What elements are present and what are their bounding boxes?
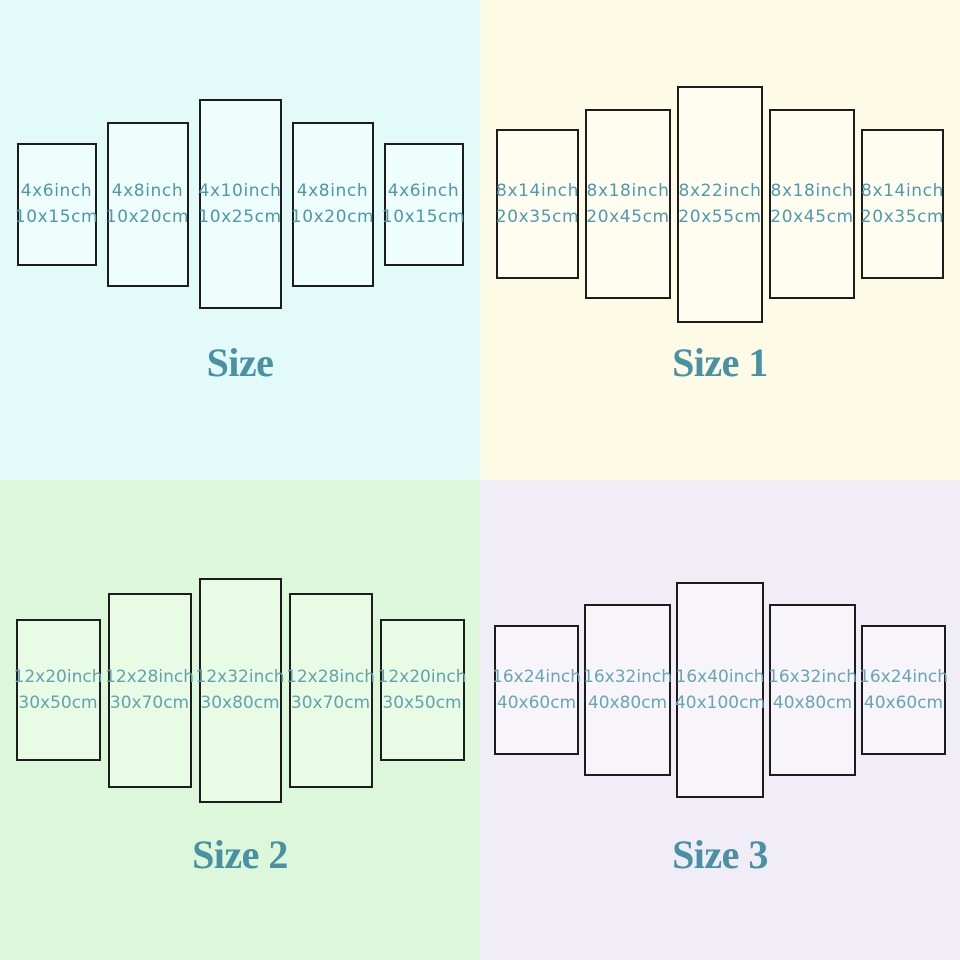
panel-size-inch-label: 8x14inch (496, 181, 579, 201)
panel-size-inch-label: 4x6inch (387, 181, 460, 201)
quadrant-title: Size 2 (192, 832, 288, 877)
canvas-panel: 8x18inch 20x45cm (769, 109, 855, 299)
canvas-panel: 4x10inch 10x25cm (198, 99, 282, 309)
panel-size-inch-label: 4x8inch (111, 181, 184, 201)
panel-size-cm-label: 20x35cm (495, 207, 580, 227)
panel-size-cm-label: 10x20cm (290, 207, 375, 227)
panel-size-inch-label: 12x28inch (286, 667, 375, 687)
panel-size-cm-label: 30x50cm (382, 693, 462, 713)
panel-size-cm-label: 30x50cm (18, 693, 98, 713)
panel-size-cm-label: 10x20cm (105, 207, 190, 227)
canvas-panel: 8x18inch 20x45cm (585, 109, 671, 299)
canvas-panel: 16x40inch 40x100cm (674, 582, 766, 798)
canvas-panel: 16x24inch 40x60cm (859, 625, 948, 755)
canvas-panel: 8x22inch 20x55cm (677, 85, 763, 323)
panel-size-cm-label: 20x55cm (678, 207, 762, 227)
canvas-panel: 12x28inch 30x70cm (105, 592, 194, 788)
panel-size-inch-label: 4x8inch (296, 181, 369, 201)
panel-size-inch-label: 8x22inch (678, 181, 762, 201)
panel-size-inch-label: 8x18inch (770, 181, 854, 201)
panel-size-inch-label: 12x32inch (195, 667, 285, 687)
panel-size-inch-label: 16x40inch (675, 667, 765, 687)
panel-size-inch-label: 16x24inch (492, 667, 581, 687)
panel-size-cm-label: 40x80cm (587, 693, 668, 713)
panel-size-cm-label: 20x45cm (770, 207, 854, 227)
panel-size-cm-label: 40x60cm (863, 693, 944, 713)
panel-size-cm-label: 40x100cm (674, 693, 766, 713)
canvas-panel: 12x32inch 30x80cm (195, 577, 285, 803)
canvas-panel: 12x20inch 30x50cm (13, 619, 103, 761)
panel-size-inch-label: 4x6inch (20, 181, 93, 201)
quadrant-size-1: 8x14inch 20x35cm 8x18inch 20x45cm 8x22inch 20… (480, 0, 960, 480)
canvas-panel: 4x8inch 10x20cm (105, 121, 190, 287)
canvas-panel: 12x28inch 30x70cm (286, 592, 375, 788)
quadrant-title: Size 3 (672, 832, 768, 877)
panel-size-inch-label: 16x24inch (859, 667, 948, 687)
canvas-panel: 8x14inch 20x35cm (496, 129, 579, 279)
panel-size-cm-label: 40x60cm (496, 693, 577, 713)
canvas-panel: 4x8inch 10x20cm (290, 121, 375, 287)
canvas-panel: 16x32inch 40x80cm (583, 604, 672, 776)
panel-row: 4x6inch 10x15cm 4x8inch 10x20cm 4x10inch 10x2… (0, 0, 480, 408)
panel-size-inch-label: 12x20inch (13, 667, 103, 687)
canvas-panel: 12x20inch 30x50cm (377, 619, 467, 761)
panel-size-cm-label: 10x25cm (198, 207, 282, 227)
panel-size-cm-label: 20x45cm (586, 207, 670, 227)
canvas-panel: 16x24inch 40x60cm (492, 625, 581, 755)
panel-size-cm-label: 30x80cm (200, 693, 280, 713)
canvas-panel: 8x14inch 20x35cm (861, 129, 944, 279)
panel-size-inch-label: 8x18inch (586, 181, 670, 201)
canvas-panel: 4x6inch 10x15cm (14, 142, 99, 266)
panel-size-inch-label: 4x10inch (198, 181, 282, 201)
quadrant-title: Size 1 (672, 340, 768, 385)
panel-size-inch-label: 12x28inch (105, 667, 194, 687)
panel-size-inch-label: 16x32inch (768, 667, 857, 687)
quadrant-size-3: 16x24inch 40x60cm 16x32inch 40x80cm 16x40inc… (480, 480, 960, 960)
panel-size-cm-label: 10x15cm (14, 207, 99, 227)
panel-size-cm-label: 20x35cm (860, 207, 945, 227)
panel-row: 8x14inch 20x35cm 8x18inch 20x45cm 8x22inch 20… (480, 0, 960, 408)
panel-size-inch-label: 16x32inch (583, 667, 672, 687)
panel-row: 16x24inch 40x60cm 16x32inch 40x80cm 16x40inc… (480, 480, 960, 900)
canvas-panel: 4x6inch 10x15cm (381, 142, 466, 266)
panel-size-cm-label: 30x70cm (290, 693, 371, 713)
panel-size-inch-label: 8x14inch (861, 181, 944, 201)
quadrant-size: 4x6inch 10x15cm 4x8inch 10x20cm 4x10inch 10x2… (0, 0, 480, 480)
panel-size-inch-label: 12x20inch (377, 667, 467, 687)
panel-size-cm-label: 40x80cm (772, 693, 853, 713)
panel-size-cm-label: 10x15cm (381, 207, 466, 227)
quadrant-title: Size (206, 340, 274, 385)
panel-size-cm-label: 30x70cm (109, 693, 190, 713)
canvas-panel: 16x32inch 40x80cm (768, 604, 857, 776)
